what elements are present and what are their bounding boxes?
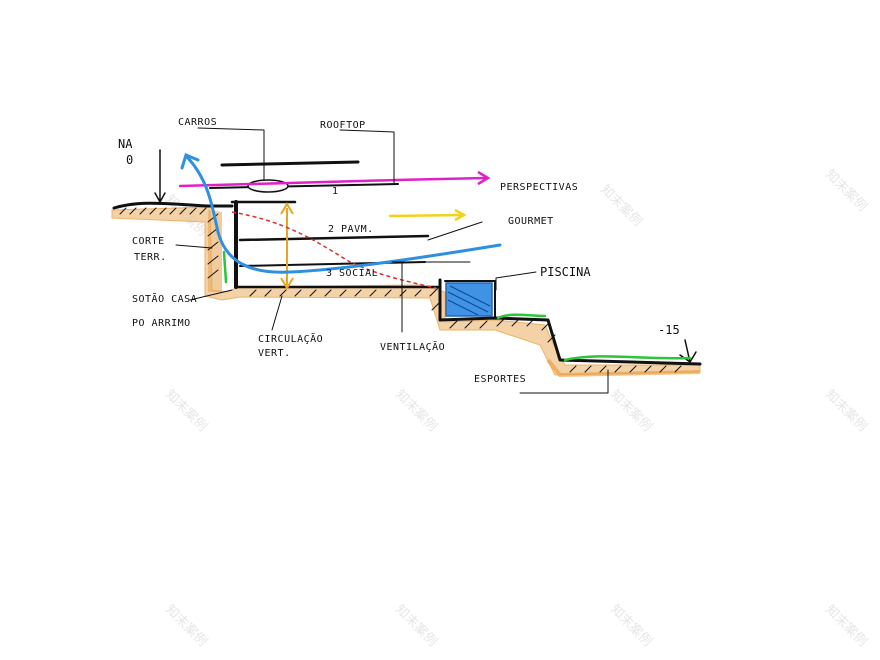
label-circulacao-line2: VERT. (258, 348, 291, 359)
label-minus-15: -15 (658, 323, 680, 337)
leader-lines (175, 127, 609, 394)
label-perspectivas: PERSPECTIVAS (500, 182, 578, 193)
watermark-11: 知末案例 (822, 602, 870, 650)
yellow-arrow (388, 213, 464, 218)
label-corte-line1: CORTE (132, 236, 165, 247)
label-na-level: 0 (126, 153, 133, 167)
circulation-arrow-bottom (280, 277, 294, 290)
label-piscina: PISCINA (540, 265, 591, 279)
label-level-2: 2 PAVM. (328, 224, 374, 235)
airflow-arrowhead (180, 152, 200, 170)
pool (445, 282, 493, 317)
labels: CARROS ROOFTOP NA 0 PERSPECTIVAS 1 2 PAV… (118, 117, 680, 385)
perspective-arrowhead (477, 170, 491, 186)
watermark-8: 知末案例 (162, 602, 210, 650)
label-esportes: ESPORTES (474, 374, 526, 385)
label-level-3: 3 SOCIAL (326, 268, 378, 279)
label-ventilacao: VENTILAÇÃO (380, 340, 445, 353)
label-corte-line2: TERR. (134, 252, 167, 263)
watermark-7: 知末案例 (822, 387, 870, 435)
label-level-1: 1 (332, 186, 339, 197)
grass-strips (222, 250, 692, 362)
airflow-arrow (186, 156, 502, 274)
label-sotao-line2: PO ARRIMO (132, 318, 191, 329)
watermark-6: 知末案例 (607, 387, 655, 435)
watermark-5: 知末案例 (392, 387, 440, 435)
label-rooftop: ROOFTOP (320, 120, 366, 131)
car-icon (247, 179, 289, 193)
watermark-3: 知末案例 (822, 167, 870, 215)
label-carros: CARROS (178, 117, 217, 128)
watermark-10: 知末案例 (607, 602, 655, 650)
section-outline (112, 149, 702, 366)
perspective-arrow (178, 176, 488, 188)
red-dashed-line (231, 211, 437, 289)
terrain-hatching (119, 207, 682, 373)
label-circulacao-line1: CIRCULAÇÃO (258, 332, 323, 345)
label-sotao-line1: SOTÃO CASA (132, 292, 197, 305)
label-gourmet: GOURMET (508, 216, 554, 227)
watermark-9: 知末案例 (392, 602, 440, 650)
label-na: NA (118, 137, 133, 151)
yellow-arrowhead (454, 208, 467, 222)
watermark-4: 知末案例 (162, 387, 210, 435)
watermark-2: 知末案例 (597, 182, 645, 230)
circulation-arrow-top (280, 202, 294, 215)
